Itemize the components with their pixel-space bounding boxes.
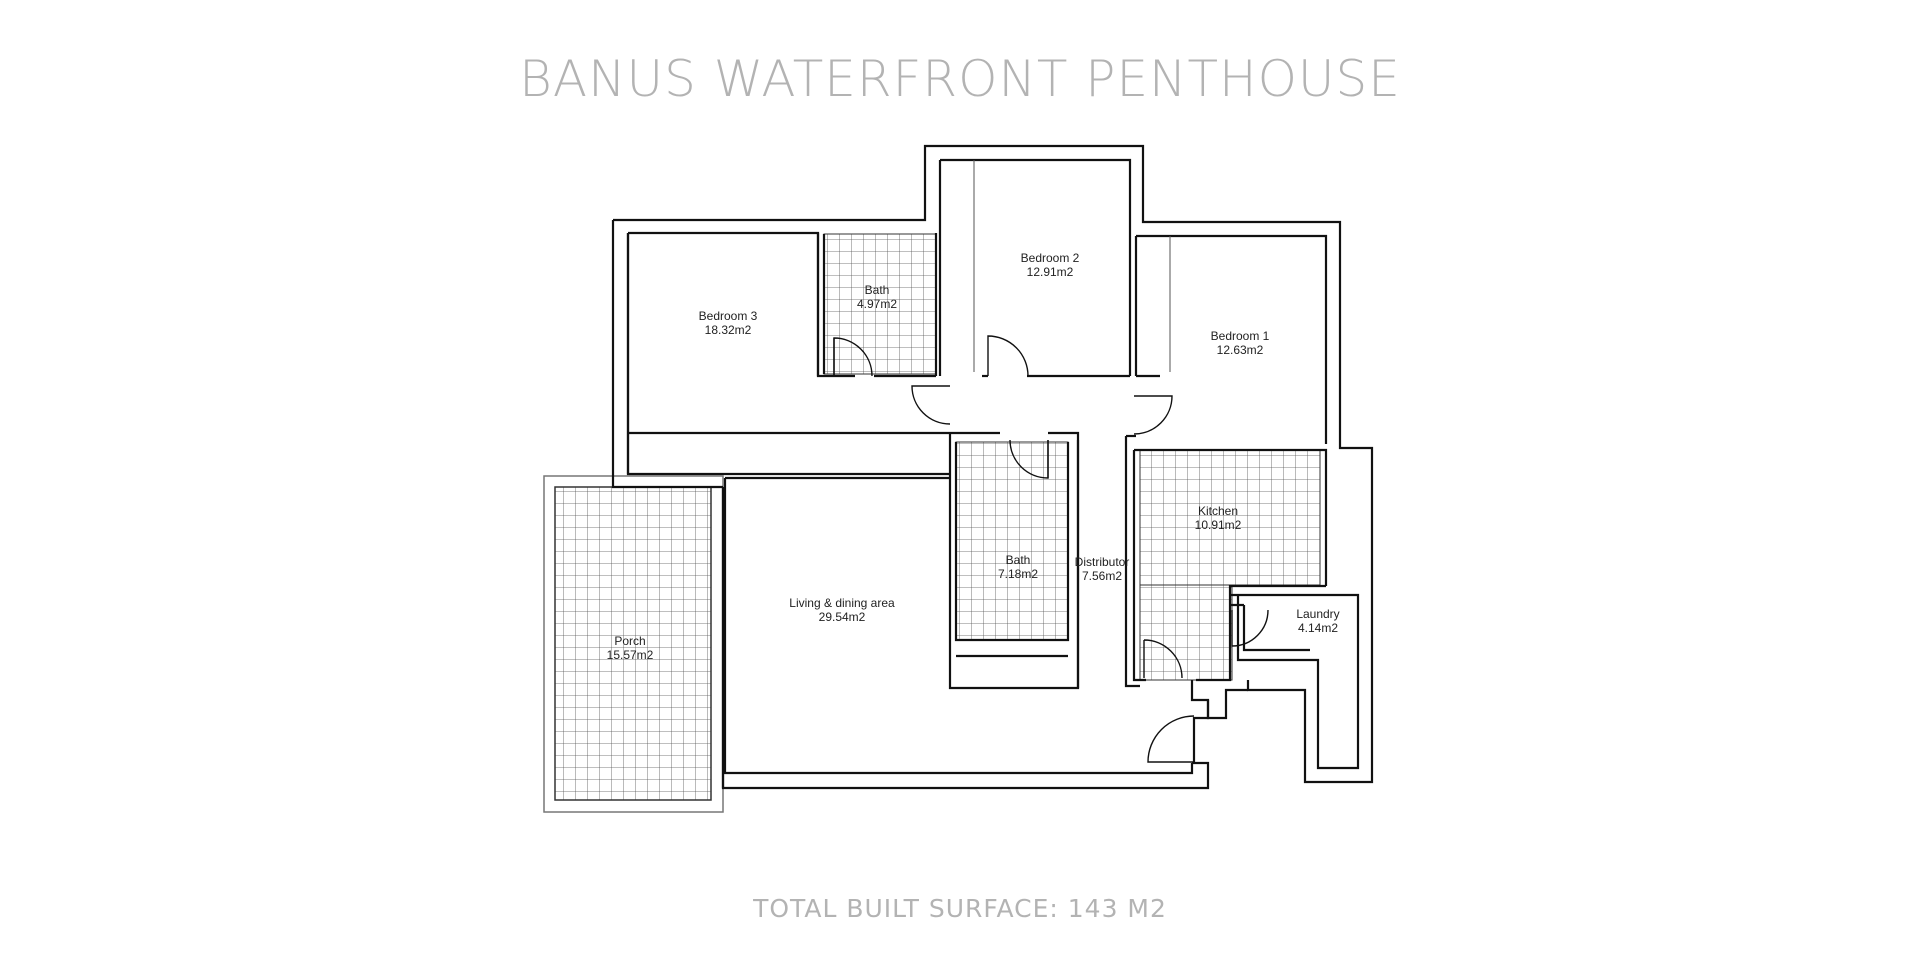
room-name: Laundry bbox=[1296, 607, 1339, 621]
room-name: Bedroom 3 bbox=[699, 309, 758, 323]
room-bedroom2: Bedroom 2 12.91m2 bbox=[1021, 251, 1080, 279]
bath1-floor bbox=[823, 233, 937, 375]
room-area: 15.57m2 bbox=[607, 648, 654, 662]
room-area: 4.97m2 bbox=[857, 297, 897, 311]
room-name: Distributor bbox=[1075, 555, 1130, 569]
room-name: Kitchen bbox=[1198, 504, 1238, 518]
room-name: Porch bbox=[614, 634, 645, 648]
room-name: Bath bbox=[1006, 553, 1031, 567]
room-area: 4.14m2 bbox=[1298, 621, 1338, 635]
room-porch: Porch 15.57m2 bbox=[607, 634, 654, 662]
room-laundry: Laundry 4.14m2 bbox=[1296, 607, 1339, 635]
room-bedroom3: Bedroom 3 18.32m2 bbox=[699, 309, 758, 337]
room-name: Bedroom 2 bbox=[1021, 251, 1080, 265]
plan-title: BANUS WATERFRONT PENTHOUSE bbox=[519, 50, 1401, 108]
room-bedroom1: Bedroom 1 12.63m2 bbox=[1211, 329, 1270, 357]
room-area: 18.32m2 bbox=[705, 323, 752, 337]
porch-floor bbox=[554, 486, 712, 801]
bath2-floor bbox=[955, 441, 1069, 641]
room-bath2: Bath 7.18m2 bbox=[998, 553, 1038, 581]
kitchen-floor-lower bbox=[1139, 584, 1233, 681]
room-area: 10.91m2 bbox=[1195, 518, 1242, 532]
room-area: 12.63m2 bbox=[1217, 343, 1264, 357]
room-area: 7.56m2 bbox=[1082, 569, 1122, 583]
room-name: Bath bbox=[865, 283, 890, 297]
room-kitchen: Kitchen 10.91m2 bbox=[1195, 504, 1242, 532]
kitchen-floor bbox=[1139, 449, 1321, 586]
room-name: Living & dining area bbox=[789, 596, 895, 610]
room-name: Bedroom 1 bbox=[1211, 329, 1270, 343]
room-area: 7.18m2 bbox=[998, 567, 1038, 581]
interior-walls bbox=[626, 158, 1360, 788]
room-area: 29.54m2 bbox=[819, 610, 866, 624]
room-bath1: Bath 4.97m2 bbox=[857, 283, 897, 311]
room-area: 12.91m2 bbox=[1027, 265, 1074, 279]
doors bbox=[833, 335, 1269, 763]
room-living: Living & dining area 29.54m2 bbox=[789, 596, 895, 624]
total-surface-caption: TOTAL BUILT SURFACE: 143 M2 bbox=[753, 894, 1167, 923]
room-distributor: Distributor 7.56m2 bbox=[1075, 555, 1130, 583]
